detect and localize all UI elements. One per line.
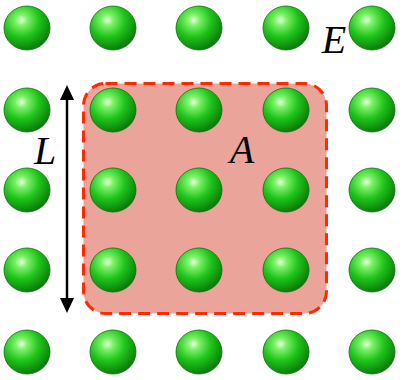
length-arrow: [60, 85, 74, 313]
atom-sphere: [176, 6, 222, 50]
label-holder: E: [322, 20, 346, 60]
atom-sphere: [4, 6, 50, 50]
atom-spheres: [4, 6, 395, 374]
atom-sphere: [263, 168, 309, 212]
atom-sphere: [349, 88, 395, 132]
arrow-head: [60, 298, 74, 313]
atom-sphere: [176, 168, 222, 212]
symbol-label: L: [34, 131, 56, 171]
atom-sphere: [90, 168, 136, 212]
atom-sphere: [263, 88, 309, 132]
atom-sphere: [349, 248, 395, 292]
atom-sphere: [4, 248, 50, 292]
atom-sphere: [349, 168, 395, 212]
atom-sphere: [4, 330, 50, 374]
atom-sphere: [90, 330, 136, 374]
atom-sphere: [90, 248, 136, 292]
atom-sphere: [176, 248, 222, 292]
symbol-label: E: [322, 20, 346, 60]
atom-sphere: [349, 330, 395, 374]
arrow-shaft: [66, 96, 69, 302]
region-label: A: [230, 130, 254, 170]
dashed-boundary: [84, 84, 327, 314]
atom-sphere: [4, 168, 50, 212]
label-holder: L: [34, 131, 56, 171]
atom-sphere: [176, 330, 222, 374]
atom-sphere: [4, 88, 50, 132]
atom-sphere: [263, 6, 309, 50]
atom-sphere: [263, 248, 309, 292]
atom-sphere: [349, 6, 395, 50]
arrow-head: [60, 85, 74, 100]
atom-sphere: [263, 330, 309, 374]
atom-sphere: [90, 6, 136, 50]
atom-sphere: [176, 88, 222, 132]
atom-sphere: [90, 88, 136, 132]
